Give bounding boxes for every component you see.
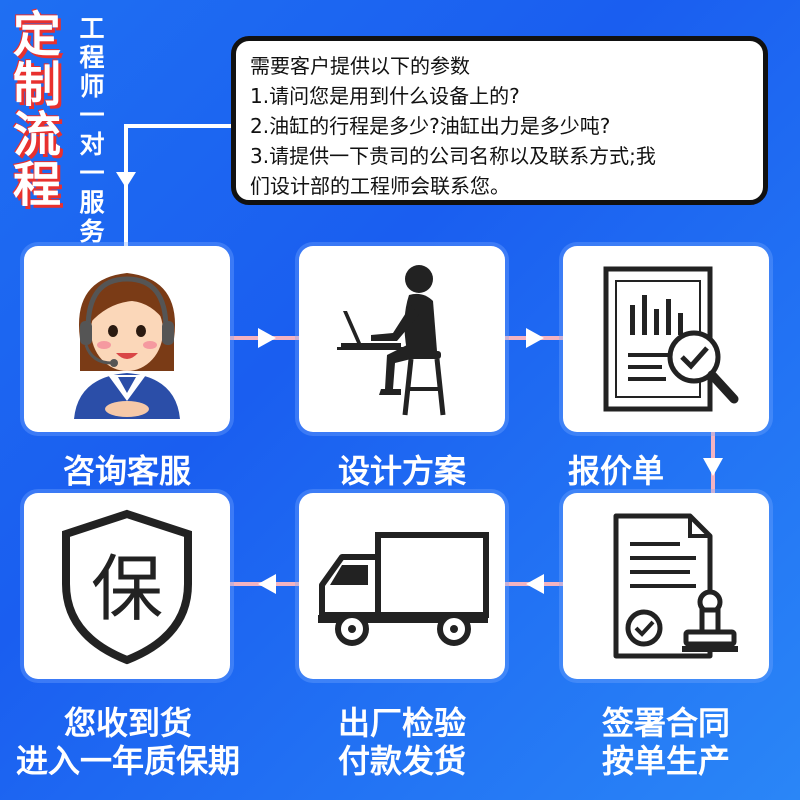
subtitle-char: 一 — [79, 159, 105, 188]
note-line: 需要客户提供以下的参数 — [250, 54, 470, 78]
step-label-quotation: 报价单 — [563, 452, 669, 490]
step-label-customer-service: 咨询客服 — [24, 452, 230, 490]
arrow-right-icon — [526, 328, 544, 348]
step-label-contract: 签署合同 按单生产 — [563, 704, 769, 780]
vertical-subtitle: 工 程 师 一 对 一 服 务 — [72, 14, 112, 246]
step-label-warranty: 您收到货 进入一年质保期 — [0, 704, 256, 780]
subtitle-char: 对 — [79, 130, 105, 159]
step-label-line: 设计方案 — [337, 452, 466, 490]
step-card-warranty: 保 — [24, 493, 230, 679]
title-char: 制 — [12, 57, 61, 113]
arrow-left-icon — [526, 574, 544, 594]
step-label-line: 按单生产 — [601, 742, 730, 780]
arrow-right-icon — [258, 328, 276, 348]
warranty-shield-icon: 保 — [62, 509, 192, 665]
subtitle-char: 一 — [79, 101, 105, 130]
note-line: 1.请问您是用到什么设备上的? — [250, 84, 520, 108]
customer-service-icon — [74, 273, 180, 419]
subtitle-char: 程 — [79, 43, 105, 72]
step-label-line: 报价单 — [567, 452, 664, 490]
step-label-line: 出厂检验 — [337, 704, 466, 742]
step-label-line: 进入一年质保期 — [15, 742, 240, 780]
note-line: 2.油缸的行程是多少?油缸出力是多少吨? — [250, 114, 611, 138]
step-card-quotation — [563, 246, 769, 432]
subtitle-char: 务 — [79, 217, 105, 246]
note-line: 3.请提供一下贵司的公司名称以及联系方式;我 — [250, 144, 656, 168]
vertical-title: 定 制 流 程 — [8, 10, 66, 210]
arrow-left-icon — [258, 574, 276, 594]
subtitle-char: 师 — [79, 72, 105, 101]
note-line: 们设计部的工程师会联系您。 — [250, 174, 510, 198]
step-label-line: 付款发货 — [337, 742, 466, 780]
step-card-customer-service — [24, 246, 230, 432]
designer-at-laptop-icon — [337, 265, 446, 416]
step-label-line: 您收到货 — [63, 704, 192, 742]
step-label-design: 设计方案 — [299, 452, 505, 490]
subtitle-char: 服 — [79, 188, 105, 217]
title-char: 定 — [12, 7, 61, 63]
contract-stamp-icon — [613, 513, 738, 659]
step-card-shipping — [299, 493, 505, 679]
delivery-truck-icon — [318, 532, 489, 646]
warranty-glyph: 保 — [91, 547, 163, 631]
step-label-line: 咨询客服 — [62, 452, 191, 490]
requirements-note: 需要客户提供以下的参数 1.请问您是用到什么设备上的? 2.油缸的行程是多少?油… — [231, 36, 768, 205]
arrow-down-icon — [703, 458, 723, 476]
subtitle-char: 工 — [79, 14, 105, 43]
note-connector — [124, 124, 234, 128]
step-label-shipping: 出厂检验 付款发货 — [299, 704, 505, 780]
document-inspection-icon — [603, 266, 739, 412]
step-card-contract — [563, 493, 769, 679]
step-card-design — [299, 246, 505, 432]
title-char: 流 — [12, 107, 61, 163]
title-char: 程 — [12, 157, 61, 213]
arrow-down-icon — [116, 172, 136, 188]
step-label-line: 签署合同 — [601, 704, 730, 742]
